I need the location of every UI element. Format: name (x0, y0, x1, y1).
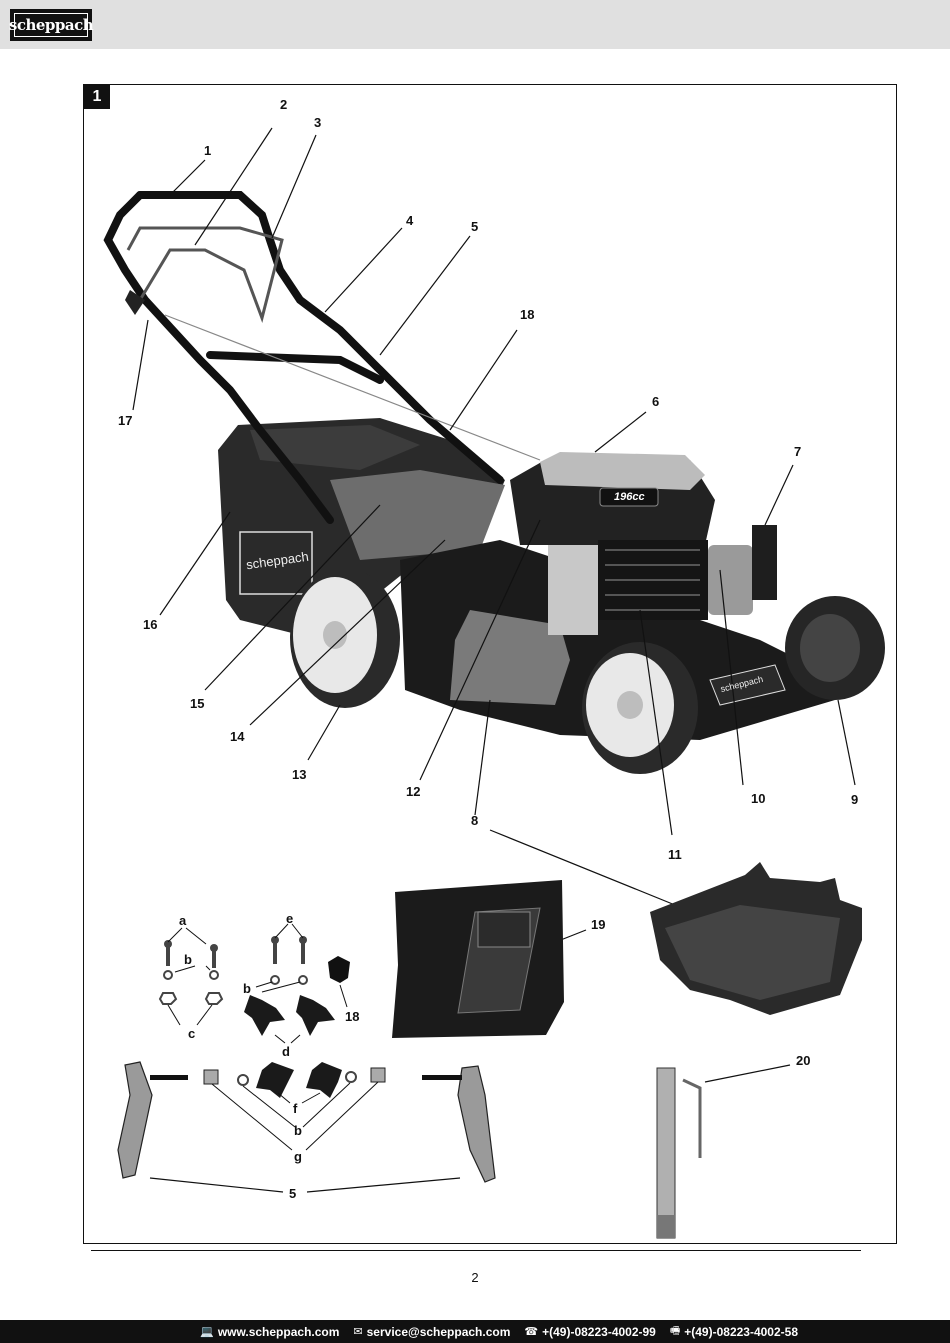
side-discharge-chute (650, 862, 862, 1015)
callout-8: 8 (471, 813, 479, 828)
mail-icon: ✉ (353, 1326, 363, 1338)
phone-icon: ☎ (524, 1326, 539, 1338)
footer-email[interactable]: ✉ service@scheppach.com (353, 1325, 510, 1339)
callout-5: 5 (471, 219, 479, 234)
callout-10: 10 (751, 791, 766, 806)
footer-bar: 💻 www.scheppach.com ✉ service@scheppach.… (0, 1320, 950, 1343)
callout-2: 2 (280, 97, 288, 112)
callout-15: 15 (190, 696, 205, 711)
callout-14: 14 (230, 729, 245, 744)
engine (510, 452, 777, 635)
part-label-20: 20 (796, 1053, 811, 1068)
bail-bar (126, 226, 284, 323)
callout-13: 13 (292, 767, 307, 782)
phone-text: +(49)-08223-4002-99 (542, 1324, 656, 1339)
part-label-b: b (294, 1123, 302, 1138)
figure-number: 1 (84, 85, 110, 109)
callout-17: 17 (118, 413, 133, 428)
part-label-e: e (286, 911, 294, 926)
part-label-19: 19 (591, 917, 606, 932)
mulch-insert (392, 880, 564, 1038)
callout-9: 9 (851, 792, 859, 807)
logo-text: scheppach (9, 13, 94, 37)
email-text: service@scheppach.com (366, 1324, 511, 1339)
header-bar: scheppach (0, 0, 950, 49)
spark-plug-wrench (656, 1067, 702, 1239)
part-label-b: b (243, 981, 251, 996)
mower-deck (400, 540, 835, 740)
website-text: www.scheppach.com (217, 1324, 340, 1339)
callout-lines (132, 127, 856, 1193)
callout-3: 3 (314, 115, 322, 130)
parts-leaders (167, 923, 379, 1151)
bottom-rule (91, 1250, 861, 1251)
part-label-18: 18 (345, 1009, 360, 1024)
hardware-bolts (158, 936, 308, 1005)
callout-7: 7 (794, 444, 802, 459)
figure-frame (83, 84, 897, 1244)
side-levers (117, 1061, 496, 1183)
part-label-c: c (188, 1026, 196, 1041)
fax-icon: 🖷 (669, 1325, 681, 1337)
callout-12: 12 (406, 784, 421, 799)
callout-4: 4 (406, 213, 414, 228)
callout-18: 18 (520, 307, 535, 322)
footer-website[interactable]: 💻 www.scheppach.com (200, 1325, 339, 1339)
callout-6: 6 (652, 394, 660, 409)
monitor-icon: 💻 (200, 1326, 214, 1338)
callout-11: 11 (668, 847, 682, 862)
fax-text: +(49)-08223-4002-58 (684, 1324, 798, 1339)
scheppach-logo: scheppach (9, 9, 94, 41)
part-label-5: 5 (289, 1186, 297, 1201)
footer-fax: 🖷 +(49)-08223-4002-58 (670, 1322, 798, 1341)
wheels (290, 568, 885, 774)
part-label-a: a (179, 913, 187, 928)
page-number: 2 (471, 1270, 479, 1285)
callout-1: 1 (204, 143, 212, 158)
star-knobs (244, 995, 342, 1098)
handle (103, 191, 504, 524)
part-label-f: f (293, 1101, 298, 1116)
callout-16: 16 (143, 617, 158, 632)
part-label-d: d (282, 1044, 290, 1059)
part-label-g: g (294, 1149, 302, 1164)
engine-badge: 196cc (614, 491, 645, 503)
footer-phone: ☎ +(49)-08223-4002-99 (524, 1325, 655, 1339)
part-label-b: b (184, 952, 192, 967)
